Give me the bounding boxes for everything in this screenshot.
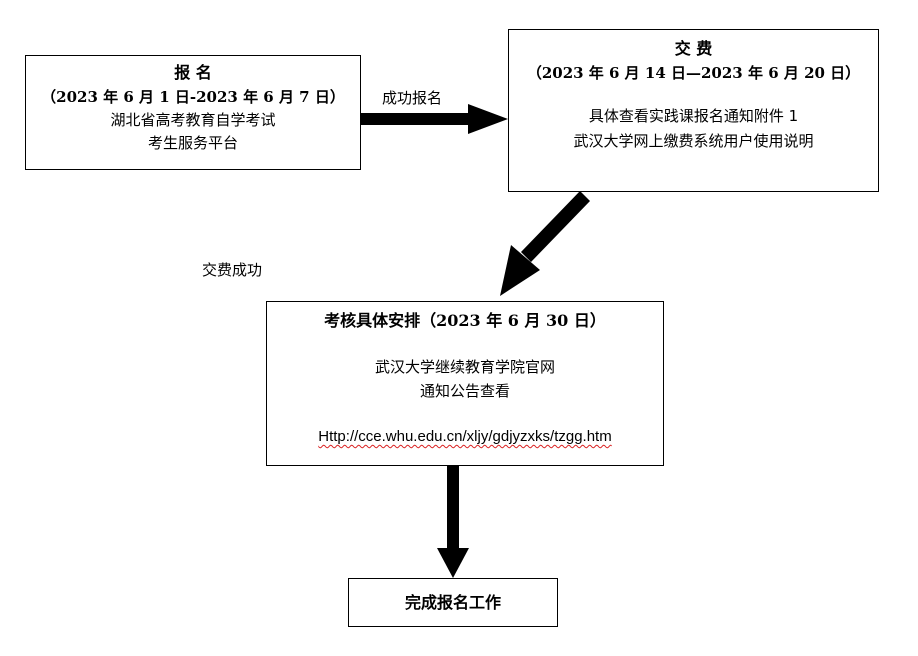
assessment-url[interactable]: Http://cce.whu.edu.cn/xljy/gdjyzxks/tzgg…: [318, 428, 612, 445]
arrow-registration-to-payment: [360, 104, 508, 134]
registration-title: 报 名: [174, 63, 212, 82]
payment-info-line1: 具体查看实践课报名通知附件 1: [588, 107, 799, 125]
registration-platform-line1: 湖北省高考教育自学考试: [110, 111, 276, 129]
final-box: 完成报名工作: [348, 578, 558, 627]
assessment-site-line2: 通知公告查看: [419, 382, 510, 400]
arrow-payment-to-assessment: [500, 191, 590, 296]
payment-dates: （2023 年 6 月 14 日—2023 年 6 月 20 日）: [526, 64, 861, 82]
arrow-label-registered: 成功报名: [382, 89, 443, 107]
arrow-label-paid: 交费成功: [202, 261, 263, 279]
payment-box: 交 费 （2023 年 6 月 14 日—2023 年 6 月 20 日） 具体…: [508, 29, 879, 192]
registration-platform-line2: 考生服务平台: [147, 134, 238, 152]
payment-title: 交 费: [674, 39, 713, 58]
assessment-title: 考核具体安排（2023 年 6 月 30 日）: [324, 311, 606, 330]
arrow-assessment-to-final: [437, 466, 469, 578]
registration-box: 报 名 （2023 年 6 月 1 日-2023 年 6 月 7 日） 湖北省高…: [25, 55, 361, 170]
final-title: 完成报名工作: [404, 593, 501, 612]
assessment-url-line: Http://cce.whu.edu.cn/xljy/gdjyzxks/tzgg…: [267, 426, 663, 448]
registration-dates: （2023 年 6 月 1 日-2023 年 6 月 7 日）: [41, 88, 345, 106]
assessment-site-line1: 武汉大学继续教育学院官网: [374, 358, 555, 376]
assessment-box: 考核具体安排（2023 年 6 月 30 日） 武汉大学继续教育学院官网 通知公…: [266, 301, 664, 466]
payment-info-line2: 武汉大学网上缴费系统用户使用说明: [573, 132, 814, 150]
